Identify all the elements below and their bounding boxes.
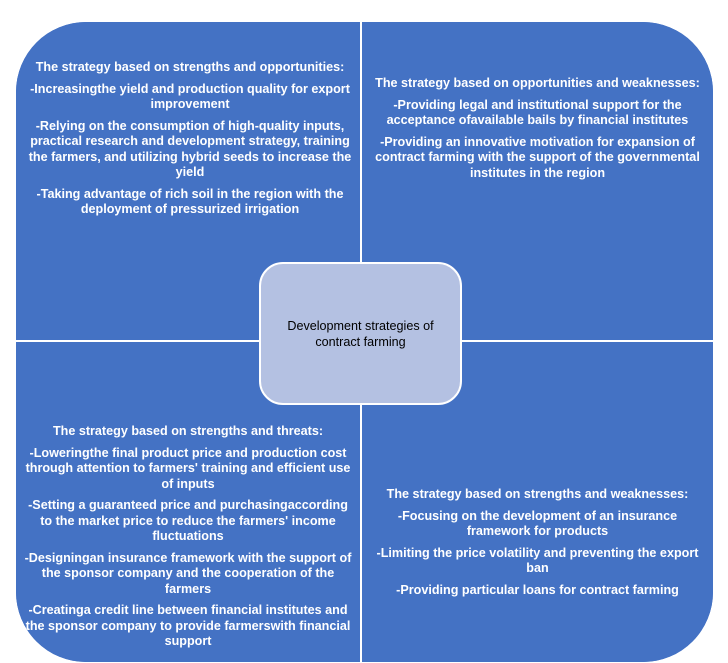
strategy-item: -Limiting the price volatility and preve… bbox=[376, 545, 699, 576]
swot-strategy-diagram: The strategy based on strengths and oppo… bbox=[16, 22, 713, 662]
strategy-item: -Setting a guaranteed price and purchasi… bbox=[28, 498, 348, 543]
quadrant-text-block: The strategy based on strengths and oppo… bbox=[28, 60, 352, 224]
strategy-item: -Designingan insurance framework with th… bbox=[24, 550, 352, 596]
strategy-item: -Increasingthe yield and production qual… bbox=[30, 81, 350, 112]
quadrant-heading: The strategy based on strengths and thre… bbox=[52, 424, 324, 438]
quadrant-strengths-weaknesses: The strategy based on strengths and weak… bbox=[362, 342, 713, 662]
quadrant-heading: The strategy based on strengths and oppo… bbox=[35, 60, 345, 74]
strategy-item: -Providing particular loans for contract… bbox=[396, 582, 679, 597]
quadrant-text-block: The strategy based on strengths and thre… bbox=[24, 424, 352, 656]
strategy-item: -Focusing on the development of an insur… bbox=[397, 508, 678, 539]
center-topic-box: Development strategies of contract farmi… bbox=[259, 262, 462, 405]
strategy-item: -Creatinga credit line between financial… bbox=[25, 603, 351, 648]
quadrant-heading: The strategy based on opportunities and … bbox=[375, 76, 700, 90]
center-topic-label: Development strategies of contract farmi… bbox=[287, 318, 434, 349]
strategy-item: -Taking advantage of rich soil in the re… bbox=[36, 186, 344, 217]
strategy-item: -Relying on the consumption of high-qual… bbox=[28, 118, 352, 180]
quadrant-heading: The strategy based on strengths and weak… bbox=[386, 487, 689, 501]
strategy-item: -Providing an innovative motivation for … bbox=[375, 134, 700, 180]
quadrant-text-block: The strategy based on strengths and weak… bbox=[374, 487, 701, 604]
strategy-item: -Providing legal and institutional suppo… bbox=[386, 97, 689, 128]
quadrant-strengths-opportunities: The strategy based on strengths and oppo… bbox=[16, 22, 360, 340]
quadrant-text-block: The strategy based on opportunities and … bbox=[372, 76, 703, 187]
strategy-item: -Loweringthe final product price and pro… bbox=[25, 445, 351, 491]
